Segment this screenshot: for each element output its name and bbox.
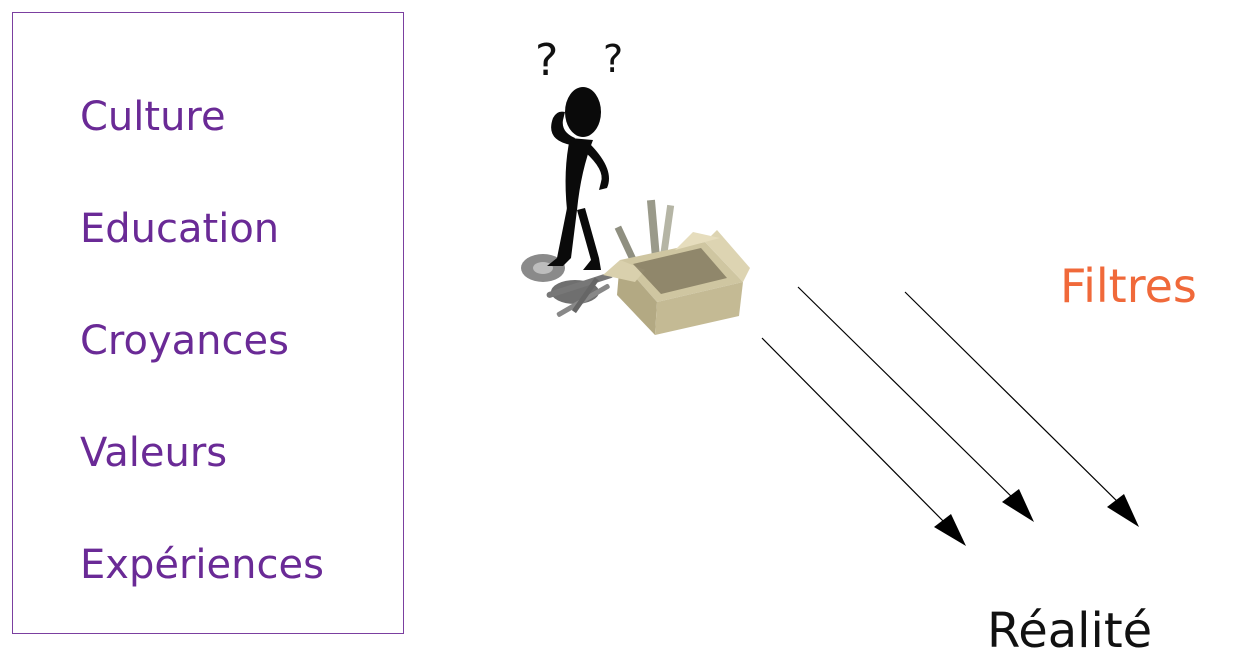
arrow-3 bbox=[905, 292, 1139, 527]
arrow-2 bbox=[798, 287, 1034, 522]
filtres-label: Filtres bbox=[1060, 258, 1197, 314]
realite-label: Réalité bbox=[987, 603, 1152, 659]
arrow-1 bbox=[762, 338, 966, 546]
